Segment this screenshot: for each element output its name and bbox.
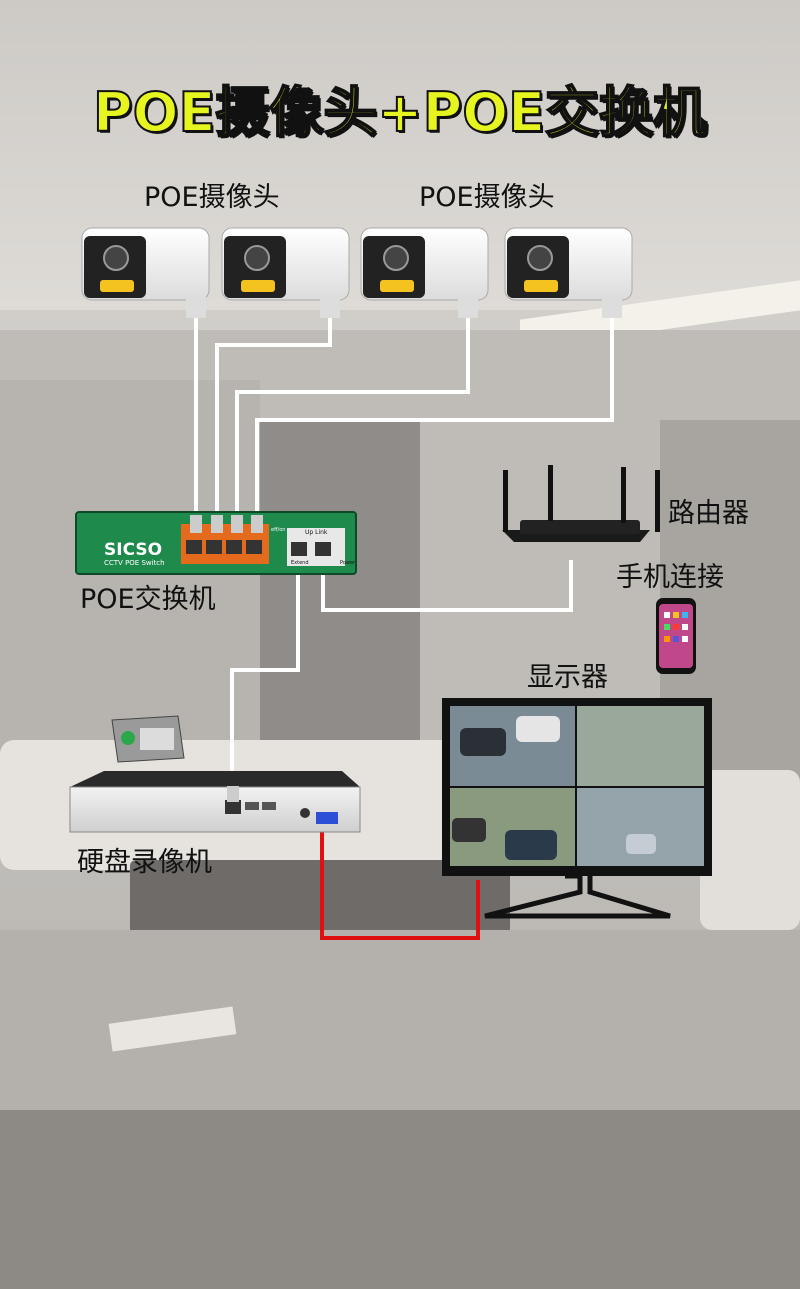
camera-group-label-right: POE摄像头 bbox=[419, 182, 555, 213]
router-cable bbox=[321, 560, 573, 612]
router bbox=[502, 465, 660, 542]
switch-model: CCTV POE Switch bbox=[104, 559, 165, 567]
poe-switch bbox=[75, 511, 357, 575]
camera-1 bbox=[81, 227, 210, 318]
floor bbox=[0, 1110, 800, 1289]
nvr bbox=[69, 771, 361, 833]
doorway bbox=[260, 420, 420, 750]
camera-2 bbox=[221, 227, 350, 318]
phone bbox=[656, 598, 696, 674]
camera-group-label-left: POE摄像头 bbox=[144, 182, 280, 213]
switch-uplink-label: Up Link bbox=[305, 529, 328, 536]
camera-cables bbox=[194, 318, 614, 515]
vga-cable bbox=[320, 828, 480, 940]
hard-drive bbox=[111, 715, 185, 763]
switch-ethernet-plugs bbox=[190, 515, 263, 533]
switch-label: POE交换机 bbox=[80, 584, 216, 615]
camera-4 bbox=[504, 227, 633, 318]
monitor-label: 显示器 bbox=[527, 662, 608, 693]
monitor bbox=[442, 698, 712, 919]
camera-3 bbox=[360, 227, 489, 318]
switch-brand: SICSO bbox=[104, 540, 163, 560]
switch-power-label: Power bbox=[340, 560, 356, 566]
switch-extend-label: Extend bbox=[291, 560, 309, 566]
nvr-label: 硬盘录像机 bbox=[77, 847, 212, 878]
nvr-cable bbox=[230, 567, 300, 790]
sofa-right bbox=[700, 770, 800, 930]
router-label: 路由器 bbox=[668, 498, 749, 529]
switch-eleven-label: eff/on bbox=[271, 527, 286, 533]
phone-label: 手机连接 bbox=[616, 562, 724, 593]
page-title: POE摄像头+POE交换机 bbox=[92, 81, 708, 144]
